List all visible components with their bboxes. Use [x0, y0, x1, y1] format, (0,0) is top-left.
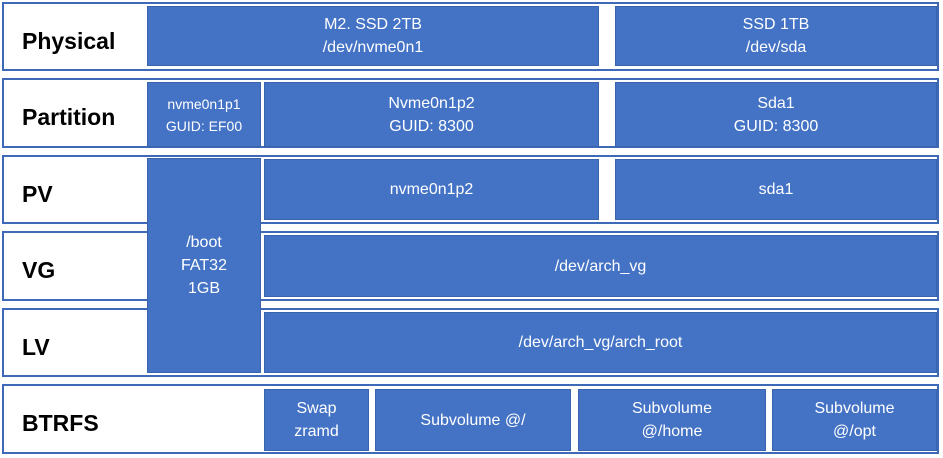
- partition-p1-box: nvme0n1p1 GUID: EF00: [147, 82, 261, 147]
- row-label-partition: Partition: [22, 104, 116, 130]
- lv-label: /dev/arch_vg/arch_root: [518, 334, 683, 351]
- btrfs-swap-box: Swap zramd: [264, 389, 369, 451]
- physical-nvme-box: M2. SSD 2TB /dev/nvme0n1: [147, 6, 599, 66]
- row-label-physical: Physical: [22, 28, 116, 54]
- boot-line2: FAT32: [181, 257, 227, 274]
- btrfs-home-box: Subvolume @/home: [578, 389, 766, 451]
- partition-p1-line1: nvme0n1p1: [167, 95, 241, 112]
- physical-sda-box: SSD 1TB /dev/sda: [615, 6, 937, 66]
- partition-p2-line1: Nvme0n1p2: [388, 94, 475, 112]
- pv-nvme-box: nvme0n1p2: [264, 159, 599, 220]
- physical-sda-line1: SSD 1TB: [742, 16, 810, 33]
- row-label-btrfs: BTRFS: [22, 410, 99, 436]
- physical-sda-line2: /dev/sda: [745, 39, 807, 56]
- btrfs-opt-line1: Subvolume: [814, 400, 895, 417]
- btrfs-root-line1: Subvolume @/: [420, 411, 526, 429]
- btrfs-opt-box: Subvolume @/opt: [772, 389, 937, 451]
- btrfs-opt-line2: @/opt: [833, 423, 876, 440]
- physical-nvme-line2: /dev/nvme0n1: [322, 39, 424, 56]
- btrfs-home-line2: @/home: [641, 423, 703, 440]
- row-label-pv: PV: [22, 181, 53, 207]
- pv-sda-label: sda1: [758, 181, 794, 198]
- partition-p1-line2: GUID: EF00: [165, 117, 243, 134]
- lv-box: /dev/arch_vg/arch_root: [264, 312, 937, 373]
- partition-sda1-line2: GUID: 8300: [733, 117, 819, 135]
- partition-sda1-line1: Sda1: [757, 94, 795, 112]
- pv-nvme-label: nvme0n1p2: [389, 181, 474, 198]
- vg-box: /dev/arch_vg: [264, 235, 937, 297]
- row-label-lv: LV: [22, 334, 50, 360]
- partition-p2-box: Nvme0n1p2 GUID: 8300: [264, 82, 599, 147]
- btrfs-swap-line1: Swap: [296, 400, 337, 417]
- btrfs-swap-line2: zramd: [294, 423, 339, 440]
- row-label-vg: VG: [22, 257, 56, 283]
- boot-line1: /boot: [186, 234, 222, 251]
- boot-line3: 1GB: [187, 280, 220, 297]
- partition-p2-line2: GUID: 8300: [389, 117, 474, 135]
- vg-label: /dev/arch_vg: [554, 257, 647, 275]
- btrfs-home-line1: Subvolume: [631, 400, 713, 417]
- physical-nvme-line1: M2. SSD 2TB: [324, 16, 422, 33]
- partition-sda1-box: Sda1 GUID: 8300: [615, 82, 937, 147]
- btrfs-root-box: Subvolume @/: [375, 389, 571, 451]
- pv-sda-box: sda1: [615, 159, 937, 220]
- boot-box: /boot FAT32 1GB: [147, 158, 261, 373]
